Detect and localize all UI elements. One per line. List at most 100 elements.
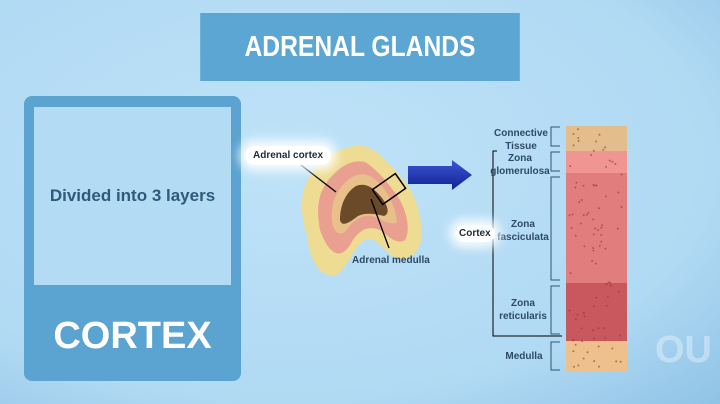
cell-dot	[604, 165, 607, 168]
zoom-box	[371, 172, 407, 206]
cell-dot	[620, 205, 623, 208]
cell-dot	[619, 360, 622, 363]
cell-dot	[577, 128, 580, 131]
cell-dots	[568, 128, 623, 368]
cell-dot	[605, 304, 608, 307]
cell-dot	[572, 350, 575, 353]
cell-dot	[568, 309, 571, 312]
cell-dot	[590, 154, 593, 157]
cell-dot	[579, 222, 582, 225]
layer-connective	[566, 126, 627, 151]
cell-dot	[598, 244, 601, 247]
cell-dot	[600, 226, 603, 229]
cell-dot	[595, 296, 598, 299]
card-description: Divided into 3 layers	[34, 107, 231, 285]
cell-dot	[617, 191, 620, 194]
cell-dot	[592, 246, 595, 249]
cell-dot	[591, 260, 594, 263]
cell-dot	[572, 133, 575, 136]
cell-dot	[578, 200, 581, 203]
cell-dot	[582, 357, 585, 360]
cell-dot	[577, 136, 580, 139]
connective-tissue-label: Connective Tissue	[494, 128, 548, 152]
cell-dot	[575, 181, 578, 184]
cell-dot	[609, 281, 612, 284]
cell-dot	[570, 226, 573, 229]
cell-dot	[594, 227, 597, 230]
cell-dot	[587, 212, 590, 215]
medulla-pointer	[370, 198, 390, 249]
cell-dot	[574, 318, 577, 321]
cell-dot	[582, 184, 585, 187]
cell-dot	[595, 140, 598, 143]
cell-dot	[592, 233, 595, 236]
cell-dot	[593, 337, 596, 340]
cell-dot	[569, 272, 572, 275]
cell-dot	[577, 140, 580, 143]
cell-dot	[592, 249, 595, 252]
page-title: ADRENAL GLANDS	[200, 13, 520, 81]
cell-dot	[602, 148, 605, 151]
cell-dot	[572, 144, 575, 147]
cell-dot	[583, 315, 586, 318]
cell-dot	[569, 165, 572, 168]
cell-dot	[582, 214, 585, 217]
cell-dot	[601, 224, 604, 227]
cell-dot	[609, 284, 612, 287]
cell-dot	[595, 184, 598, 187]
cell-dot	[576, 313, 579, 316]
cell-dot	[616, 227, 619, 230]
cell-dot	[608, 159, 611, 162]
layer-glomerulosa	[566, 151, 627, 173]
cell-dot	[574, 343, 577, 346]
cell-dot	[592, 329, 595, 332]
cell-dot	[592, 305, 595, 308]
layer-reticularis	[566, 283, 627, 341]
cell-dot	[606, 295, 609, 298]
brackets	[492, 126, 562, 371]
cell-dot	[571, 213, 574, 216]
cell-dot	[618, 334, 621, 337]
cell-dot	[602, 327, 605, 330]
cell-dot	[592, 218, 595, 221]
cortex-pointer	[296, 161, 337, 193]
cell-dot	[611, 160, 614, 163]
cell-dot	[572, 365, 575, 368]
zona-fasciculata-label: Zona fasciculata	[497, 219, 549, 243]
zona-reticularis-label: Zona reticularis	[499, 298, 547, 322]
cell-dot	[577, 364, 580, 367]
cell-dot	[620, 173, 623, 176]
cell-dot	[605, 283, 608, 286]
adrenal-medulla-label: Adrenal medulla	[352, 255, 430, 266]
cell-dot	[568, 214, 571, 217]
cell-dot	[597, 345, 600, 348]
zona-glomerulosa-label: Zona glomerulosa	[490, 153, 550, 177]
cell-dot	[593, 184, 596, 187]
cell-dot	[582, 311, 585, 314]
cell-dot	[607, 281, 610, 284]
cell-dot	[600, 240, 603, 243]
cell-dot	[611, 347, 614, 350]
arrow-right-icon	[408, 160, 472, 190]
cell-dot	[604, 336, 607, 339]
cell-dot	[581, 340, 584, 343]
logo-watermark: OU	[655, 329, 712, 371]
cell-dot	[592, 149, 595, 152]
cell-dot	[597, 327, 600, 330]
cell-dot	[598, 207, 601, 210]
cell-dot	[597, 365, 600, 368]
cell-dot	[598, 133, 601, 136]
cell-dot	[600, 233, 603, 236]
card-heading: CORTEX	[53, 314, 212, 357]
cortex-card: Divided into 3 layers CORTEX	[24, 96, 241, 381]
cell-dot	[614, 162, 617, 165]
cell-dot	[580, 199, 583, 202]
cell-dot	[593, 360, 596, 363]
cell-dot	[597, 229, 600, 232]
cell-dot	[580, 327, 583, 330]
medulla-label: Medulla	[505, 351, 543, 362]
layer-medulla	[566, 341, 627, 372]
cell-dot	[572, 339, 575, 342]
cell-dot	[585, 213, 588, 216]
